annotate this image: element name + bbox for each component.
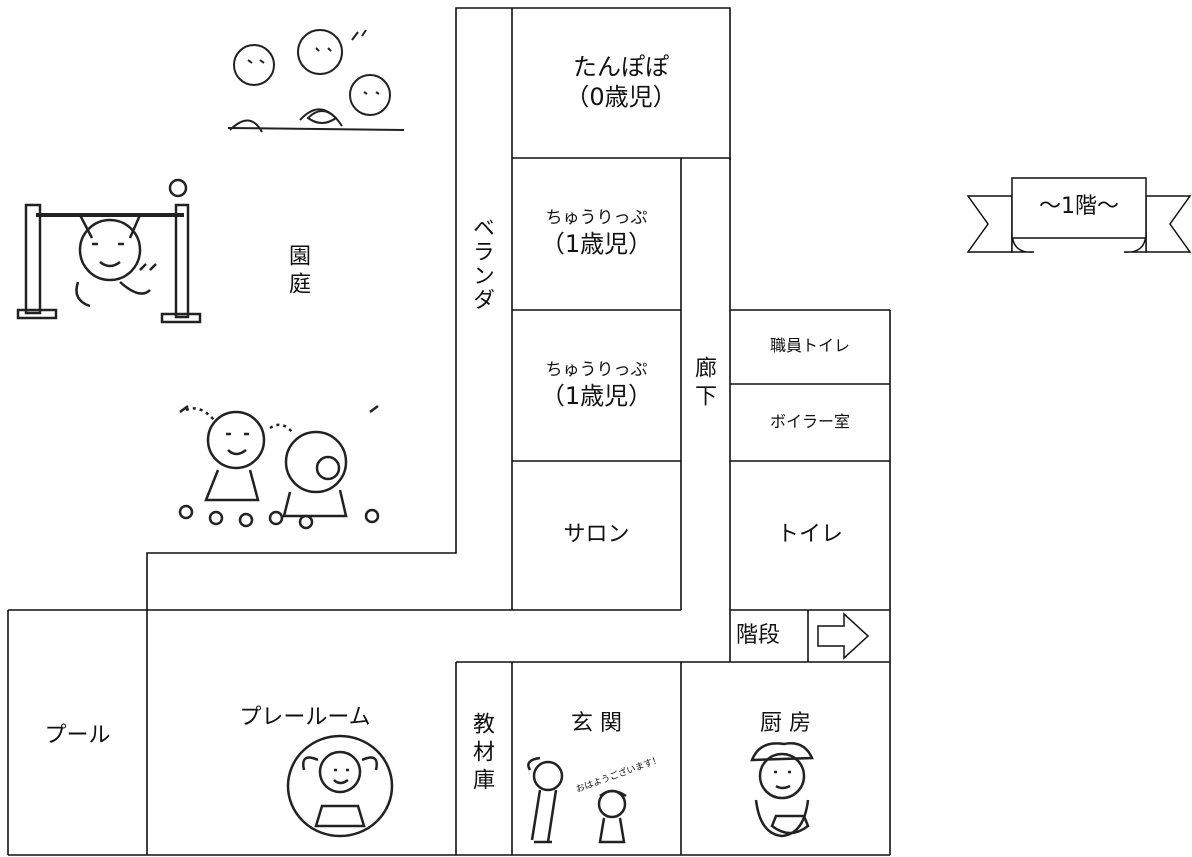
room-chuurippu-b: ちゅうりっぷ （1歳児） [512, 360, 681, 411]
stairs-arrow-icon [817, 612, 870, 660]
room-kitchen: 厨 房 [760, 711, 811, 736]
room-chuurippu-b-age: （1歳児） [540, 382, 653, 411]
greeting-illustration-icon [527, 756, 627, 844]
room-toilet: トイレ [776, 522, 843, 547]
garden-label: 園庭 [285, 244, 310, 300]
floor-banner-text: ～1階～ [1039, 194, 1119, 219]
room-tanpopo: たんぽぽ （0歳児） [512, 52, 730, 112]
garden-boundary [146, 7, 731, 610]
room-staff-toilet: 職員トイレ [769, 336, 850, 355]
corridor-label: 廊下 [691, 356, 716, 412]
room-chuurippu-a-name: ちゅうりっぷ [545, 208, 648, 228]
room-pool: プール [44, 723, 111, 748]
cook-icon [750, 742, 814, 838]
room-chuurippu-b-name: ちゅうりっぷ [545, 360, 648, 380]
room-entrance: 玄 関 [571, 711, 622, 736]
room-storage: 教材庫 [469, 712, 494, 796]
room-chuurippu-a: ちゅうりっぷ （1歳児） [512, 208, 681, 259]
room-salon: サロン [563, 522, 630, 547]
kids-playing-icon [178, 405, 380, 530]
room-playroom: プレールーム [239, 705, 371, 730]
room-tanpopo-name: たんぽぽ [573, 53, 669, 81]
stairs-label: 階段 [736, 623, 781, 648]
banner-ribbon-icon [966, 177, 1192, 253]
kid-on-bar-icon [16, 178, 202, 324]
jump-rope-girl-icon [286, 734, 394, 838]
room-chuurippu-a-age: （1歳児） [540, 230, 653, 259]
children-cartoon-icon [227, 29, 405, 133]
room-boiler: ボイラー室 [769, 412, 850, 431]
veranda-label: ベランダ [469, 216, 494, 312]
room-tanpopo-age: （0歳児） [565, 83, 677, 111]
